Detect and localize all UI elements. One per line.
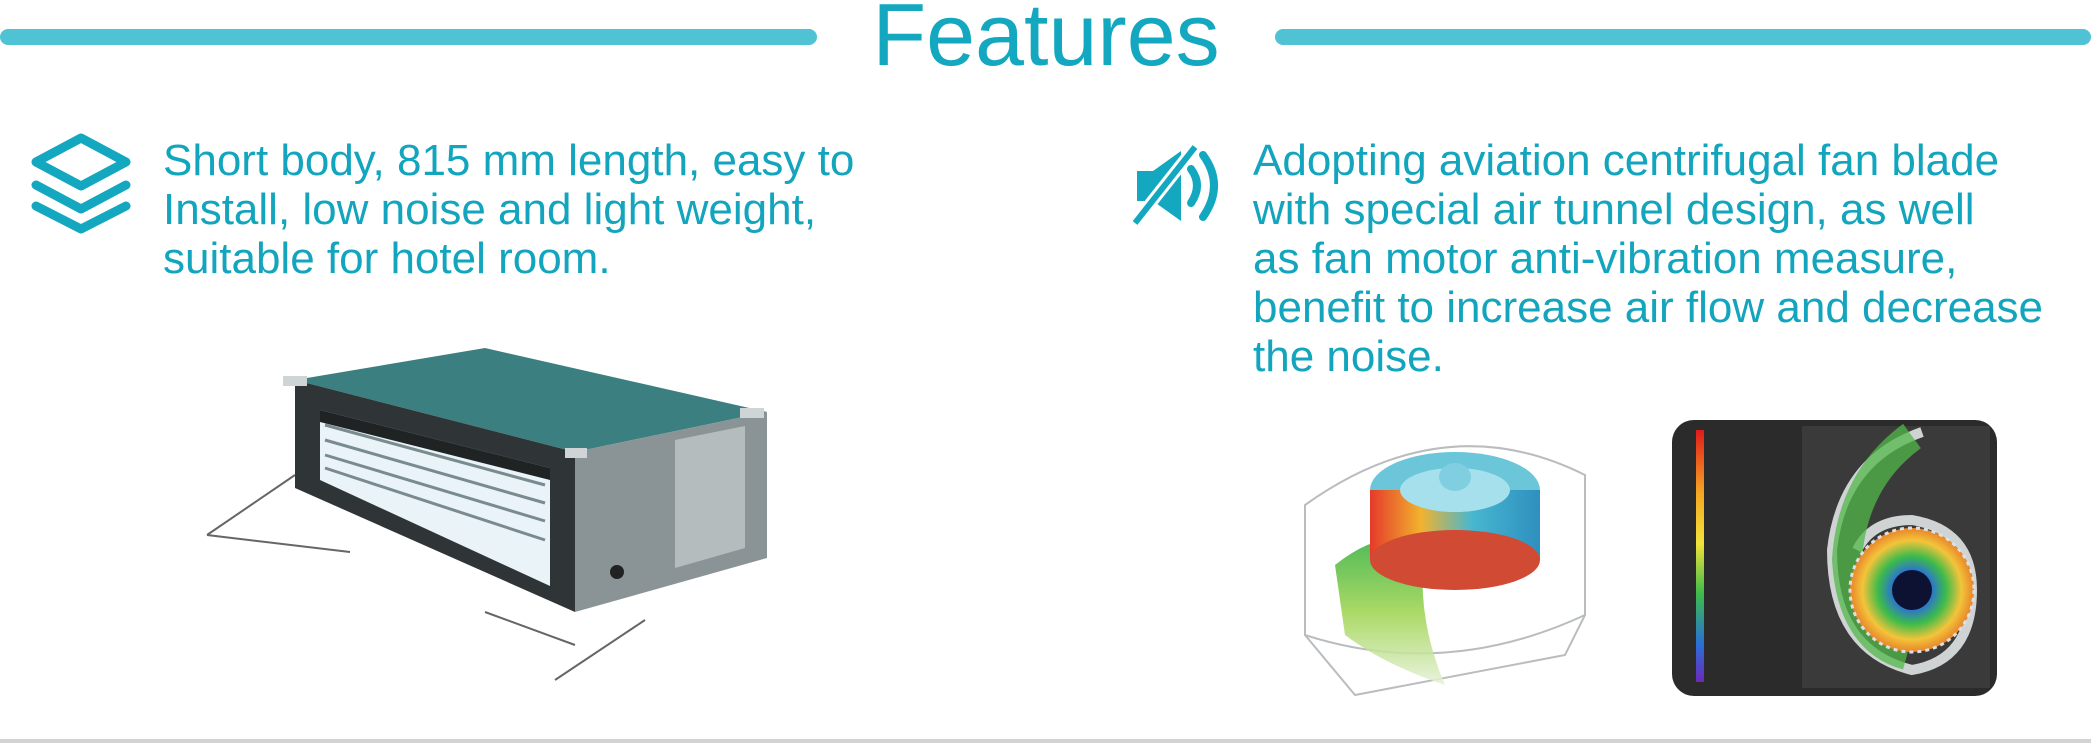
header-rule-left [0, 29, 817, 45]
airflow-simulation-image [1672, 420, 1997, 696]
feature-description-fan-blade: Adopting aviation centrifugal fan blade … [1253, 136, 2044, 381]
header-rule-right [1275, 29, 2091, 45]
duct-unit-image [206, 348, 767, 681]
feature-description-short-body: Short body, 815 mm length, easy to Insta… [163, 136, 855, 283]
bottom-divider [0, 739, 2091, 743]
centrifugal-fan-image [1304, 445, 1586, 697]
speaker-mute-icon [1133, 143, 1218, 227]
layers-icon [31, 133, 131, 234]
page-title: Features [872, 0, 1220, 84]
